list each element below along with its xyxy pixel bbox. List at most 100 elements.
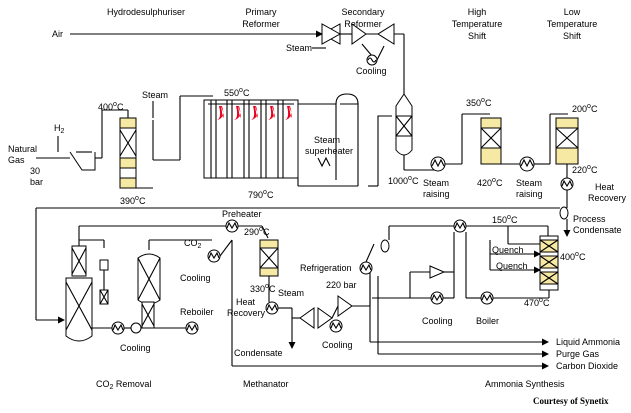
pressure-30-label-2: bar — [30, 177, 43, 187]
absorber-top-cross — [71, 247, 87, 275]
hds-catalyst-bottom — [119, 177, 137, 189]
t390-label: 390oC — [120, 195, 146, 206]
credit-text: Courtesy of Synetix — [533, 396, 609, 406]
heat-recovery-right-label-1: Heat — [595, 182, 615, 192]
t550-label: 550oC — [224, 87, 250, 98]
co2-cooler-coil — [208, 251, 220, 260]
hds-bed-1 — [119, 129, 137, 157]
section-lts-line1: Low — [564, 7, 581, 17]
t200-label: 200oC — [572, 103, 598, 114]
carbon-dioxide-label: Carbon Dioxide — [556, 361, 618, 371]
t350-label: 350oC — [466, 97, 492, 108]
syngas-compressor-2 — [317, 307, 333, 329]
heat-recovery-mid-label-2: Recovery — [227, 308, 266, 318]
compressor-link — [331, 305, 339, 319]
ammonia-separator — [380, 239, 390, 253]
quench-2-label: Quench — [496, 261, 528, 271]
t400-synth-label: 400oC — [560, 251, 586, 262]
steam-hds-label: Steam — [142, 90, 168, 100]
converter-bed-3-cross — [539, 271, 559, 285]
methanator-feed — [261, 225, 269, 239]
steam-raising-2-coil — [520, 158, 534, 168]
purge-gas-label: Purge Gas — [556, 349, 600, 359]
recycle-compressor — [429, 265, 446, 279]
lts-bed-cross — [555, 127, 579, 149]
process-condensate-separator — [559, 206, 569, 220]
cooling-top-label: Cooling — [356, 66, 387, 76]
flame-4 — [268, 106, 275, 120]
absorber-cross — [65, 281, 93, 331]
cooling-synth-label: Cooling — [422, 316, 453, 326]
hts-bed-cross — [480, 127, 502, 149]
heat-recovery-mid-coil — [266, 303, 278, 312]
pressure-30-label-1: 30 — [30, 166, 40, 176]
cooling-mid-label: Cooling — [322, 340, 353, 350]
section-co2-removal: CO2 Removal — [96, 379, 151, 391]
cooling-co2-label: Cooling — [180, 273, 211, 283]
steam-raising-2-label-2: raising — [516, 189, 543, 199]
cooling-top-coil — [367, 57, 377, 63]
co2-pump-top — [99, 259, 109, 271]
refrigeration-coil — [360, 263, 372, 272]
converter-bed-2-cross — [539, 255, 559, 269]
section-lts-line2: Temperature — [547, 19, 598, 29]
co2-pump-cross — [99, 289, 109, 305]
flame-5 — [285, 106, 292, 120]
section-primary-reformer-line1: Primary — [246, 7, 277, 17]
co2-cooler-out — [219, 239, 233, 257]
solvent-pump — [130, 322, 142, 334]
steam-raising-2-label-1: Steam — [516, 178, 542, 188]
boiler-coil — [481, 293, 493, 302]
hds-catalyst-top — [119, 117, 137, 129]
t220-label: 220oC — [572, 164, 598, 175]
convection-cap — [335, 93, 359, 105]
section-hts-line1: High — [468, 7, 487, 17]
primary-reformer-furnace — [203, 99, 299, 179]
cooling-top-line — [376, 45, 385, 61]
steam-down — [361, 43, 373, 57]
hds-preheater — [69, 151, 96, 171]
reboiler-label: Reboiler — [180, 307, 214, 317]
section-hts-line3: Shift — [468, 31, 487, 41]
steam-raising-1-coil — [431, 158, 445, 168]
quench-1-label: Quench — [492, 245, 524, 255]
t420-label: 420oC — [477, 177, 503, 188]
natural-gas-label-1: Natural — [8, 144, 37, 154]
boiler-label: Boiler — [476, 316, 499, 326]
liquid-ammonia-label: Liquid Ammonia — [556, 337, 620, 347]
to-secondary-riser — [377, 115, 392, 186]
t150-label: 150oC — [492, 214, 518, 225]
regenerator-bottom-cross — [141, 303, 155, 327]
superheater-coil — [317, 156, 331, 168]
steam-mid-label: Steam — [278, 288, 304, 298]
steam-raising-1-label-1: Steam — [423, 178, 449, 188]
hds-catalyst-mid — [119, 157, 137, 169]
condensate-label: Condensate — [234, 348, 283, 358]
pressure-220-label: 220 bar — [326, 280, 357, 290]
regenerator-cross — [137, 257, 161, 301]
section-hts-line2: Temperature — [452, 19, 503, 29]
section-hydrodesulphuriser: Hydrodesulphuriser — [107, 7, 185, 17]
syngas-compressor-3 — [337, 295, 353, 317]
synloop-exchanger-coil — [454, 221, 466, 230]
cooling-bottom-coil — [112, 323, 124, 332]
t330-label: 330oC — [250, 283, 276, 294]
cooling-synth-coil — [431, 293, 443, 302]
flame-2 — [234, 106, 241, 120]
co2-label: CO2 — [184, 238, 202, 250]
heat-recovery-right-coil — [561, 179, 573, 188]
convection-duct-outer — [340, 103, 359, 186]
air-compressor-2 — [321, 23, 342, 45]
cooling-bottom-label: Cooling — [120, 343, 151, 353]
process-condensate-label-1: Process — [573, 214, 606, 224]
steam-top-label: Steam — [286, 43, 312, 53]
section-secondary-reformer-line2: Reformer — [344, 19, 382, 29]
section-lts-line3: Shift — [563, 31, 582, 41]
natural-gas-label-2: Gas — [8, 155, 25, 165]
heat-recovery-mid-label-1: Heat — [236, 297, 256, 307]
section-methanator: Methanator — [243, 379, 289, 389]
secondary-bed-cross — [395, 115, 413, 137]
flame-3 — [251, 106, 258, 120]
